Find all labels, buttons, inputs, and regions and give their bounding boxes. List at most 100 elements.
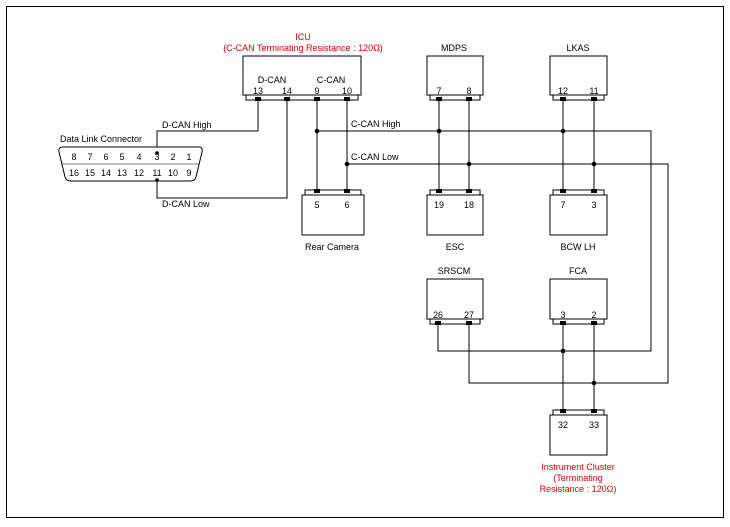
pin-marker — [591, 321, 597, 325]
srscm-label: SRSCM — [438, 266, 471, 276]
mdps-pin-8: 8 — [466, 86, 471, 96]
dcan-high-wire — [156, 100, 259, 153]
esc-label: ESC — [446, 242, 465, 252]
pin-marker — [344, 189, 350, 193]
fca-label: FCA — [569, 266, 587, 276]
icu-title: ICU — [295, 32, 311, 42]
bcw-pin-3: 3 — [591, 200, 596, 210]
dlc-pin: 4 — [136, 152, 141, 162]
junction-dot — [591, 380, 597, 386]
pin-marker — [436, 97, 442, 101]
lkas-pin-12: 12 — [558, 86, 568, 96]
dlc-pin: 10 — [168, 168, 178, 178]
esc-module: 19 18 ESC — [426, 189, 484, 252]
dcan-low-label: D-CAN Low — [162, 199, 210, 209]
dlc-pin11-contact-dot — [155, 178, 159, 182]
pin-marker — [560, 409, 566, 413]
pin-marker — [255, 97, 261, 101]
dlc-pin: 7 — [87, 152, 92, 162]
cluster-label-line2: (Terminating — [553, 473, 603, 483]
srscm-pin-27: 27 — [464, 310, 474, 320]
dlc-pin: 14 — [101, 168, 111, 178]
cluster-label-line3: Resistance : 120Ω) — [540, 484, 617, 494]
pin-marker — [314, 97, 320, 101]
mdps-pin-7: 7 — [436, 86, 441, 96]
pin-marker — [344, 97, 350, 101]
ccan-low-label: C-CAN Low — [351, 152, 399, 162]
icu-pin-13: 13 — [253, 86, 263, 96]
lkas-connector-strip — [552, 94, 605, 101]
mdps-box — [426, 55, 484, 96]
junction-dot — [466, 161, 472, 167]
dlc-pin: 1 — [186, 152, 191, 162]
srscm-module: SRSCM 26 27 — [426, 266, 484, 325]
dlc-pin: 9 — [186, 168, 191, 178]
junction-dot — [560, 128, 566, 134]
esc-box — [426, 194, 484, 236]
cluster-pin-33: 33 — [589, 420, 599, 430]
dlc-pin: 16 — [69, 168, 79, 178]
pin-marker — [466, 189, 472, 193]
bcw-lh-module: 7 3 BCW LH — [549, 189, 608, 252]
dlc-pin: 5 — [119, 152, 124, 162]
lkas-label: LKAS — [566, 43, 589, 53]
srscm-connector-strip — [429, 318, 481, 325]
wiring — [156, 100, 669, 410]
icu-dcan-group: D-CAN — [258, 75, 287, 85]
pin-marker — [591, 189, 597, 193]
pin-marker — [591, 97, 597, 101]
pin-marker — [284, 97, 290, 101]
srscm-pin-26: 26 — [433, 310, 443, 320]
dlc-pin-3: 3 — [154, 152, 159, 162]
pin-marker — [560, 189, 566, 193]
lkas-pin-11: 11 — [589, 86, 598, 96]
bcw-box — [549, 194, 608, 236]
bcw-pin-7: 7 — [560, 200, 565, 210]
dlc-label: Data Link Connector — [60, 134, 142, 144]
dlc-pin3-contact-dot — [155, 151, 159, 155]
lkas-module: LKAS 12 11 — [549, 43, 608, 101]
pin-marker — [560, 97, 566, 101]
bcw-label: BCW LH — [560, 242, 595, 252]
dlc-pin: 13 — [117, 168, 127, 178]
fca-pin-3: 3 — [560, 310, 565, 320]
dcan-low-wire — [156, 100, 288, 199]
pin-marker — [591, 409, 597, 413]
icu-pin-10: 10 — [342, 86, 352, 96]
pin-marker — [560, 321, 566, 325]
dcan-high-label: D-CAN High — [162, 120, 212, 130]
esc-pin-18: 18 — [464, 200, 474, 210]
pin-marker — [435, 321, 441, 325]
pin-marker — [314, 189, 320, 193]
junction-dot — [314, 128, 320, 134]
pin-marker — [436, 189, 442, 193]
srscm-box — [426, 278, 484, 320]
junction-dot — [344, 161, 350, 167]
ccan-low-trunk — [347, 163, 669, 384]
icu-connector-strip — [245, 94, 359, 101]
fca-pin-2: 2 — [591, 310, 596, 320]
rear-camera-pin-5: 5 — [314, 200, 319, 210]
instrument-cluster-module: 32 33 Instrument Cluster (Terminating Re… — [540, 409, 617, 494]
pin-marker — [466, 321, 472, 325]
data-link-connector: Data Link Connector 8 7 6 5 4 3 2 1 16 1… — [58, 134, 203, 182]
fca-box — [549, 278, 608, 320]
cluster-label-line1: Instrument Cluster — [541, 462, 615, 472]
diagram-border — [6, 6, 724, 518]
mdps-label: MDPS — [441, 43, 467, 53]
icu-pin-9: 9 — [314, 86, 319, 96]
mdps-connector-strip — [429, 94, 481, 101]
junction-dot — [591, 161, 597, 167]
icu-module: ICU (C-CAN Terminating Resistance : 120Ω… — [223, 32, 383, 101]
icu-ccan-group: C-CAN — [317, 75, 346, 85]
dlc-pin: 6 — [103, 152, 108, 162]
rear-camera-pin-6: 6 — [344, 200, 349, 210]
dlc-pin: 8 — [71, 152, 76, 162]
icu-subtitle: (C-CAN Terminating Resistance : 120Ω) — [223, 43, 383, 53]
rear-camera-module: 5 6 Rear Camera — [301, 189, 365, 252]
dlc-pin-11: 11 — [152, 168, 161, 178]
fca-connector-strip — [552, 318, 605, 325]
junction-dot — [436, 128, 442, 134]
icu-pin-14: 14 — [282, 86, 292, 96]
